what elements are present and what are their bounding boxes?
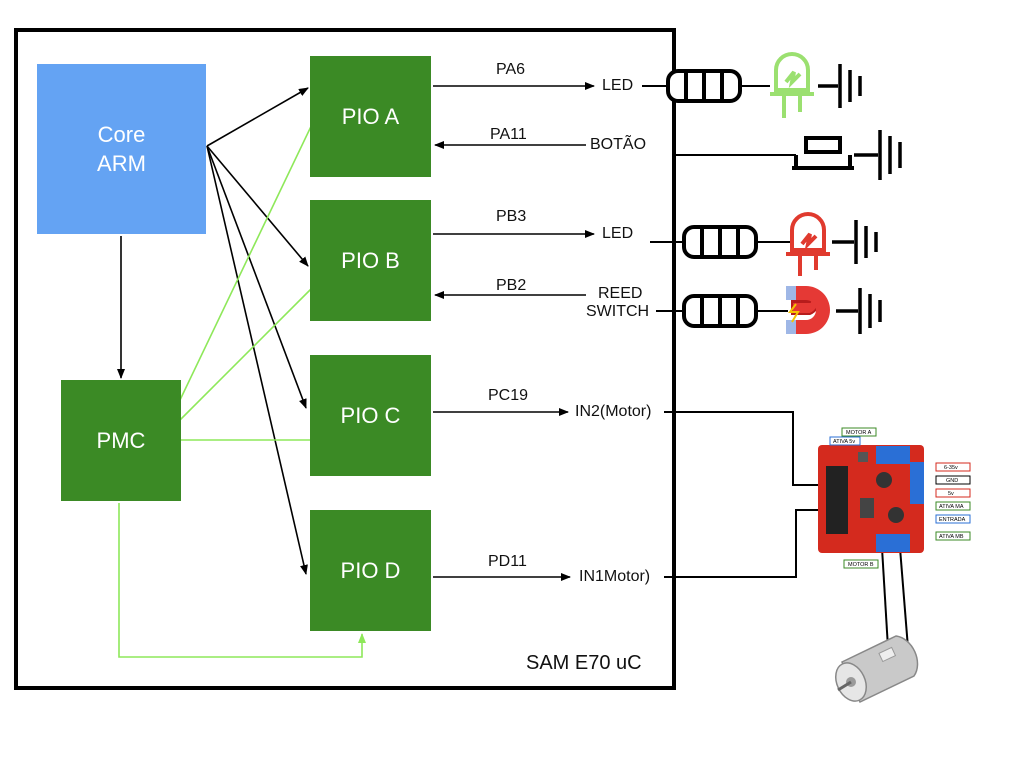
board-label-6-35v: 6-35v <box>944 465 958 471</box>
pio-c-block: PIO C <box>310 355 431 476</box>
in2-wire <box>664 411 828 486</box>
reed-label-line1: REED <box>598 285 643 302</box>
board-label-ativa-ma: ATIVA MA <box>939 504 964 510</box>
in2-motor-label: IN2(Motor) <box>575 403 652 420</box>
reed-label-line2: SWITCH <box>586 303 650 320</box>
core-to-pio-a-arrow <box>206 87 309 147</box>
signal-pa6-label: PA6 <box>496 61 526 78</box>
pio-signal-arrows <box>433 82 595 581</box>
pmc-to-pio-d-clock <box>118 503 366 658</box>
red-led-icon <box>786 212 830 276</box>
resistor-b <box>682 225 758 259</box>
magnet-icon <box>786 286 830 334</box>
signal-pd11-label: PD11 <box>488 553 527 570</box>
pio-c-label: PIO C <box>340 403 401 428</box>
signal-pc19-label: PC19 <box>488 387 529 404</box>
led-a-label: LED <box>602 77 634 94</box>
pmc-label: PMC <box>96 428 146 453</box>
signal-pb2-label: PB2 <box>496 277 527 294</box>
external-wires <box>642 85 909 649</box>
ground-icon-led-b <box>832 220 878 264</box>
motor-driver-board <box>818 445 924 553</box>
core-bus-arrows <box>117 87 309 575</box>
board-label-entrada: ENTRADA <box>939 517 966 523</box>
resistor-c <box>682 294 758 328</box>
board-label-motor-a: MOTOR A <box>846 430 872 436</box>
core-label-line1: Core <box>97 122 146 147</box>
board-label-5v: 5v <box>948 491 954 497</box>
pio-d-block: PIO D <box>310 510 431 631</box>
core-to-pio-d-arrow <box>206 145 308 575</box>
sam-e70-chip-boundary <box>14 28 676 690</box>
motor-wire-2 <box>899 547 909 649</box>
pmc-clock-lines <box>118 115 366 658</box>
ground-icon-led-a <box>818 64 862 108</box>
ground-icon-button <box>854 130 902 180</box>
pio-a-block: PIO A <box>310 56 431 177</box>
pio-a-label: PIO A <box>341 104 400 129</box>
pmc-to-pio-b-clock <box>179 283 317 421</box>
driver-board-pin-labels: MOTOR A ATIVA 5v 6-35v GND 5v ATIVA MA E… <box>829 427 971 569</box>
resistor-a <box>666 69 742 103</box>
in1-motor-label: IN1Motor) <box>579 568 651 585</box>
led-b-label: LED <box>602 225 634 242</box>
signal-pa11-label: PA11 <box>490 126 527 143</box>
core-label-line2: ARM <box>97 151 146 176</box>
pio-d-label: PIO D <box>340 558 401 583</box>
signal-pb3-label: PB3 <box>496 208 527 225</box>
board-label-ativa-5v: ATIVA 5v <box>833 439 855 445</box>
reed-switch-label: REED <box>598 284 642 303</box>
pmc-to-pio-a-clock <box>179 115 317 401</box>
board-label-gnd: GND <box>946 478 958 484</box>
board-label-motor-b: MOTOR B <box>848 562 874 568</box>
in1-wire <box>664 509 828 578</box>
green-led-icon <box>770 52 814 118</box>
pio-b-block: PIO B <box>310 200 431 321</box>
chip-name-label: SAM E70 uC <box>526 652 642 674</box>
core-to-pio-b-arrow <box>206 145 309 267</box>
core-to-pio-c-arrow <box>206 145 307 409</box>
core-arm-block: Core ARM <box>37 64 206 234</box>
dc-motor-icon <box>835 635 919 704</box>
motor-wire-1 <box>881 547 889 649</box>
ground-icon-reed <box>836 288 882 334</box>
pio-b-label: PIO B <box>341 248 400 273</box>
board-label-ativa-mb: ATIVA MB <box>939 534 964 540</box>
pmc-block: PMC <box>61 380 181 501</box>
push-button-icon <box>792 136 854 170</box>
button-label: BOTÃO <box>590 136 647 153</box>
